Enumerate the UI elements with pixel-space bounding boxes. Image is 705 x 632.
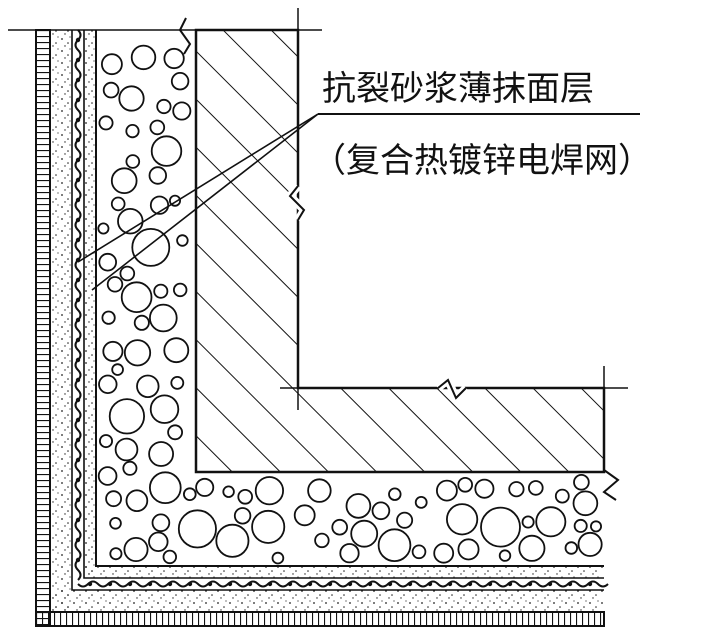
callout-label-line1: 抗裂砂浆薄抹面层 <box>322 69 594 109</box>
wire-mesh <box>74 29 609 588</box>
insulation-layer <box>97 44 603 565</box>
mortar-layer <box>49 30 604 612</box>
callout-label-line2: （复合热镀锌电焊网） <box>312 141 652 181</box>
callout-leader <box>77 113 640 291</box>
concrete-wall <box>8 8 628 501</box>
